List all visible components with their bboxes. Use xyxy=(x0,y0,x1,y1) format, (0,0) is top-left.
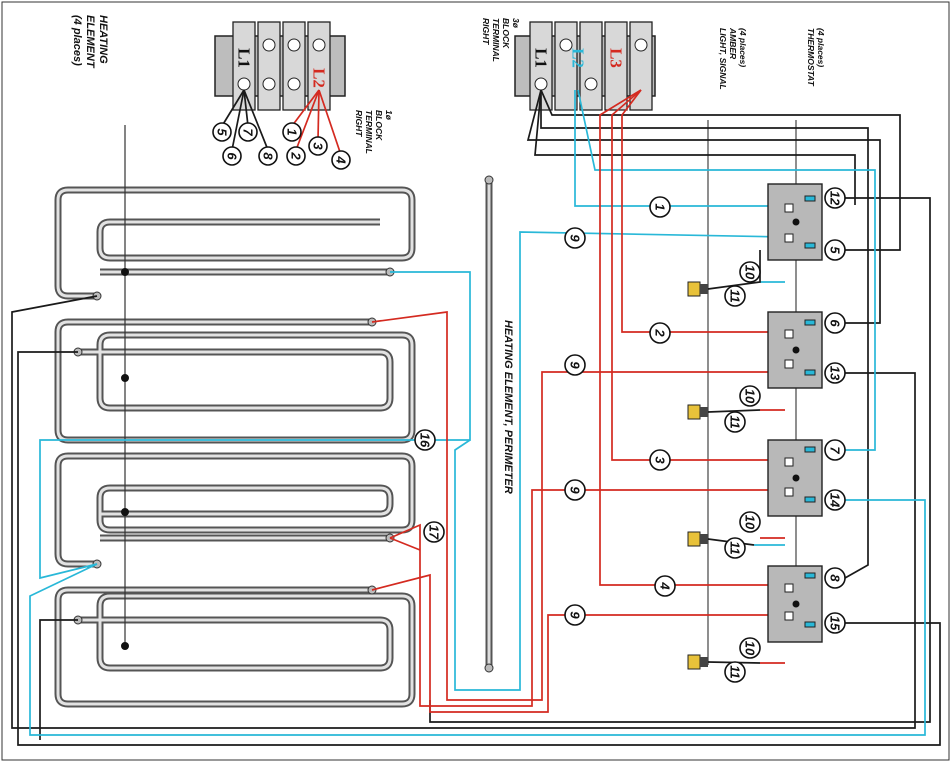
terminal-block-1ph: L1 L2 xyxy=(214,21,346,111)
svg-text:9: 9 xyxy=(568,486,583,494)
heating-element-label: HEATINGELEMENT(4 places) xyxy=(71,15,109,69)
svg-text:8: 8 xyxy=(261,152,276,160)
svg-text:9: 9 xyxy=(568,361,583,369)
svg-text:10: 10 xyxy=(743,389,758,404)
thermostat-dots xyxy=(792,218,800,608)
heating-element-1 xyxy=(54,186,416,300)
tb1-l1-marker: L1 xyxy=(235,48,254,68)
svg-text:1: 1 xyxy=(653,203,668,210)
svg-text:9: 9 xyxy=(568,611,583,619)
signal-light-1 xyxy=(687,250,761,297)
wire-number-circles: 1 2 3 4 9 9 9 9 10 10 10 10 11 11 11 11 … xyxy=(414,187,846,683)
signal-light-3 xyxy=(687,531,755,547)
svg-text:8: 8 xyxy=(828,574,843,582)
svg-text:11: 11 xyxy=(728,415,743,429)
svg-text:10: 10 xyxy=(743,515,758,530)
heating-element-4 xyxy=(54,586,416,708)
signal-light-2 xyxy=(687,404,761,420)
svg-text:4: 4 xyxy=(334,155,349,164)
svg-text:10: 10 xyxy=(743,265,758,280)
svg-text:16: 16 xyxy=(418,433,433,448)
svg-text:9: 9 xyxy=(568,234,583,242)
svg-text:7: 7 xyxy=(241,128,256,136)
terminal-block-3ph: L1 L2 L3 xyxy=(514,21,656,111)
perimeter-element xyxy=(484,175,494,673)
tb1-l2-marker: L2 xyxy=(310,68,329,88)
thermostat-3 xyxy=(767,439,823,517)
tb1-wires xyxy=(221,89,342,156)
svg-text:7: 7 xyxy=(828,446,843,454)
svg-text:13: 13 xyxy=(828,366,843,381)
heating-element-dots xyxy=(121,268,129,650)
svg-text:5: 5 xyxy=(828,246,843,254)
svg-text:15: 15 xyxy=(828,616,843,631)
tb3-l3-marker: L3 xyxy=(607,48,626,68)
heating-element-2 xyxy=(54,318,416,444)
svg-text:5: 5 xyxy=(215,128,230,136)
right-terminal-block-1-label: RIGHTTERMINALBLOCK1ø xyxy=(354,110,394,154)
svg-text:1: 1 xyxy=(285,128,300,135)
svg-text:4: 4 xyxy=(658,581,673,590)
svg-text:11: 11 xyxy=(728,541,743,555)
svg-text:10: 10 xyxy=(743,641,758,656)
tb3-l1-marker: L1 xyxy=(532,48,551,68)
perimeter-label: HEATING ELEMENT, PERIMETER xyxy=(502,320,514,494)
heating-element-3 xyxy=(54,452,416,568)
thermostat-label: THERMOSTAT(4 places) xyxy=(806,28,826,87)
svg-text:6: 6 xyxy=(225,152,240,160)
svg-text:3: 3 xyxy=(311,142,326,150)
svg-text:2: 2 xyxy=(653,328,668,337)
svg-text:2: 2 xyxy=(289,151,304,160)
svg-text:11: 11 xyxy=(728,665,743,679)
svg-text:12: 12 xyxy=(828,191,843,206)
svg-text:3: 3 xyxy=(653,456,668,464)
light-signal-label: LIGHT, SIGNALAMBER(4 places) xyxy=(718,27,748,90)
svg-text:17: 17 xyxy=(427,525,442,540)
tb3-l2-marker: L2 xyxy=(569,48,588,68)
blue-wiring xyxy=(29,89,926,736)
tb1-wire-numbers: 5 6 7 8 1 2 3 4 xyxy=(212,122,351,170)
svg-text:11: 11 xyxy=(728,289,743,303)
black-wiring xyxy=(11,89,941,746)
svg-text:14: 14 xyxy=(828,493,843,508)
right-terminal-block-3-label: RIGHTTERMINALBLOCK3ø xyxy=(481,18,521,62)
svg-text:6: 6 xyxy=(828,319,843,327)
